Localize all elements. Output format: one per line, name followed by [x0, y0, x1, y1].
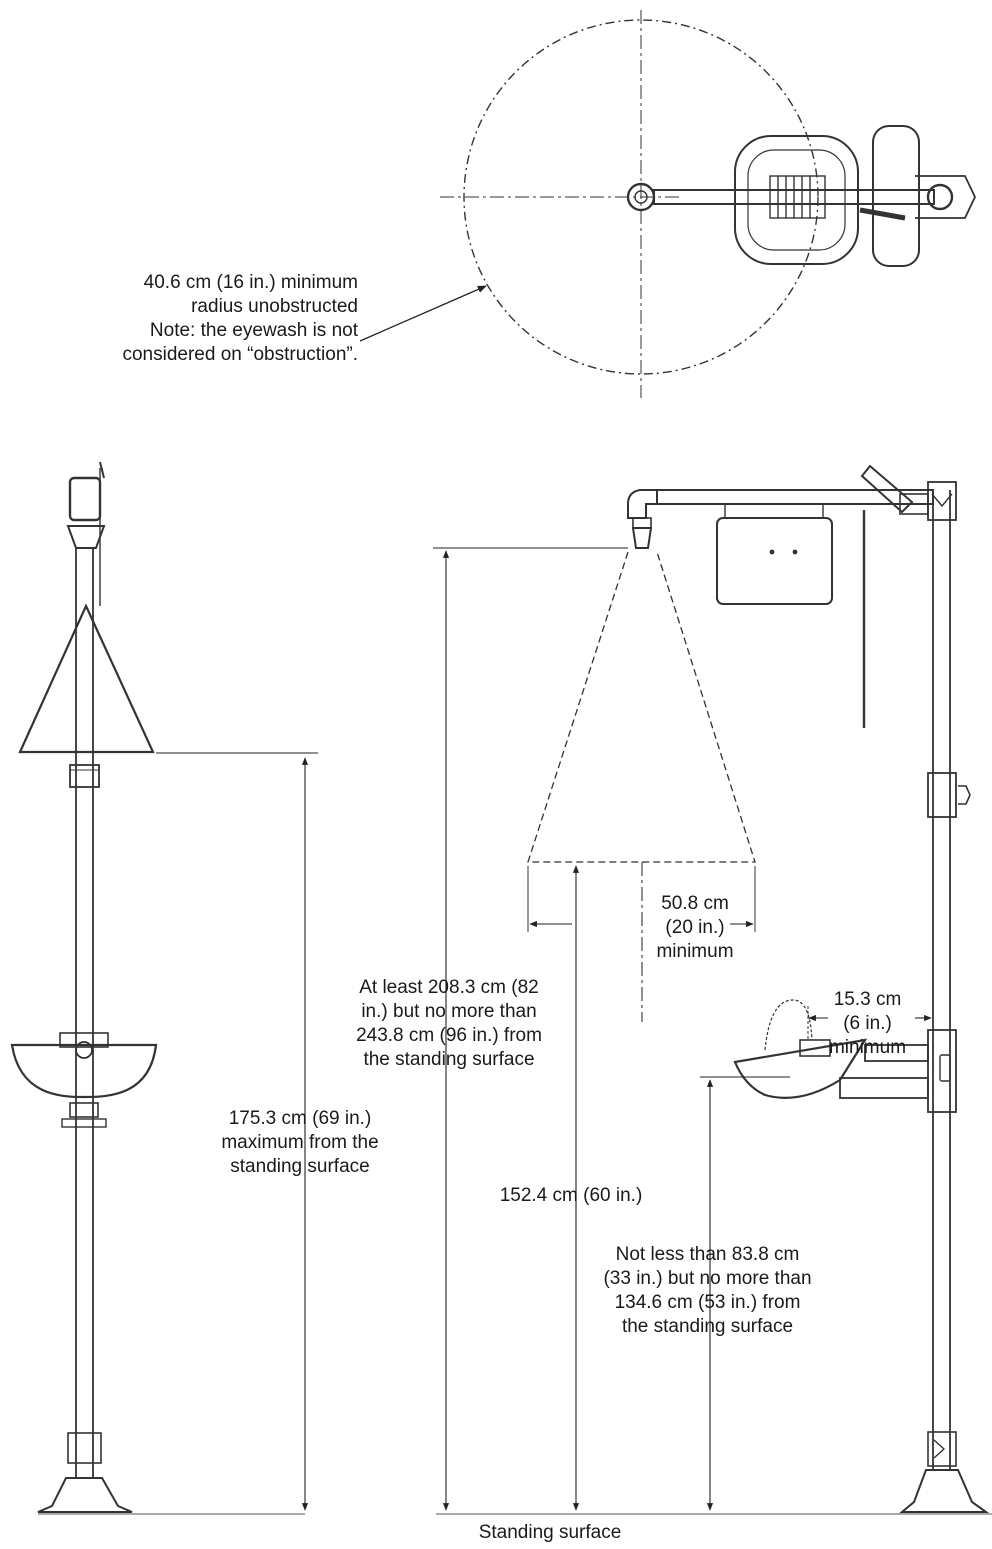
shower-valve-handle: [860, 464, 914, 514]
side-view: [10, 461, 158, 1513]
shower-head: [631, 527, 653, 549]
spray-cone-height-label: 152.4 cm (60 in.): [499, 1185, 643, 1206]
eyewash-bowl-side: [10, 1043, 158, 1099]
eyewash-plan: [872, 125, 920, 267]
water-arc: [764, 999, 813, 1051]
leader-line: [359, 285, 487, 342]
dimension-lines: [156, 547, 992, 1515]
shower-height-label: At least 208.3 cm (82 in.) but no more t…: [356, 977, 542, 1070]
spray-cone: [527, 551, 756, 863]
valve-head: [68, 476, 102, 522]
bowl-plan: [734, 135, 859, 265]
sign-plate: [716, 517, 833, 605]
eyewash-height-label: Not less than 83.8 cm (33 in.) but no mo…: [603, 1244, 812, 1337]
base-flange-right: [899, 1469, 990, 1513]
pull-handle: [18, 603, 155, 754]
handle-height-label: 175.3 cm (69 in.) maximum from the stand…: [221, 1108, 379, 1177]
plan-view: [440, 10, 976, 398]
standing-surface-label: Standing surface: [478, 1522, 622, 1543]
shower-arm: [656, 489, 934, 505]
front-view: [527, 464, 990, 1513]
elbow: [627, 489, 657, 519]
eyewash-bowl-front: [733, 1038, 868, 1099]
clearance-circle: [463, 19, 819, 375]
radius-note: 40.6 cm (16 in.) minimum radius unobstru…: [122, 272, 358, 365]
spray-width-label: 50.8 cm (20 in.) minimum: [656, 893, 734, 962]
bowl-valve-plan: [769, 175, 906, 221]
base-flange-left: [37, 1477, 133, 1513]
eyewash-clearance-label: 15.3 cm (6 in.) minimum: [828, 989, 907, 1058]
